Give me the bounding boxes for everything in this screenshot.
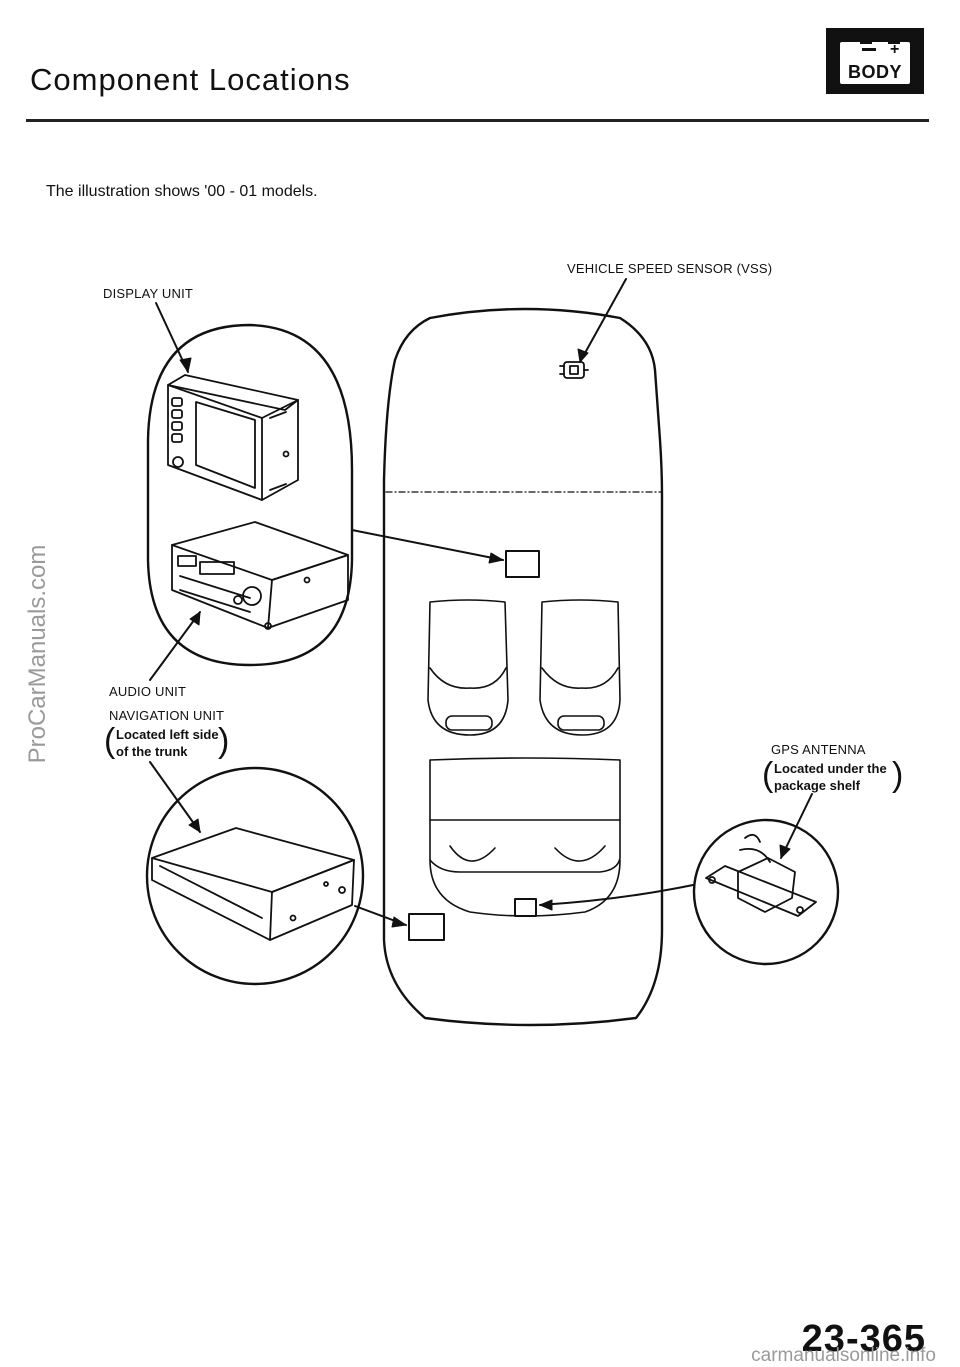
plus-sign: + xyxy=(890,41,900,58)
battery-body-badge: + BODY xyxy=(840,36,910,84)
page-number: 23-365 xyxy=(801,1318,926,1360)
audio-unit-label: AUDIO UNIT xyxy=(109,684,187,699)
page-title: Component Locations xyxy=(30,62,351,97)
navigation-unit-drawing xyxy=(151,827,355,941)
gps-antenna-label: GPS ANTENNA xyxy=(771,742,866,757)
navigation-location-box xyxy=(408,913,445,941)
front-seat-left xyxy=(427,599,509,736)
minus-sign xyxy=(862,48,876,51)
gps-detail-circle xyxy=(692,818,840,966)
gps-antenna-drawing xyxy=(705,833,817,917)
display-unit-label: DISPLAY UNIT xyxy=(103,286,194,301)
navigation-note-line-1: Located left side xyxy=(116,727,219,742)
audio-unit-drawing xyxy=(171,521,349,630)
navigation-detail-circle xyxy=(145,766,365,986)
left-paren: ( xyxy=(104,722,116,760)
vss-sensor-icon xyxy=(559,361,589,379)
badge-label: BODY xyxy=(847,62,902,82)
navigation-note: ( Located left side of the trunk ) xyxy=(104,724,229,760)
front-seat-right xyxy=(539,599,621,736)
battery-terminal-pos xyxy=(888,36,900,44)
header-rule xyxy=(26,119,929,122)
battery-body-icon: + BODY xyxy=(826,28,924,94)
right-paren: ) xyxy=(892,756,904,794)
battery-terminal-neg xyxy=(860,36,872,44)
upper-detail-circle xyxy=(146,323,354,667)
footer-watermark: carmanualsonline.info xyxy=(751,1345,936,1366)
left-paren: ( xyxy=(762,756,774,794)
gps-location-box xyxy=(514,898,537,917)
vss-label: VEHICLE SPEED SENSOR (VSS) xyxy=(567,261,773,276)
rear-seat xyxy=(429,757,621,917)
intro-text: The illustration shows '00 - 01 models. xyxy=(46,183,318,200)
gps-note: ( Located under the package shelf ) xyxy=(762,756,904,794)
gps-note-line-2: package shelf xyxy=(774,778,860,793)
car-body-outline xyxy=(382,307,664,1027)
navigation-note-line-2: of the trunk xyxy=(116,744,188,759)
leader-lines xyxy=(149,278,813,926)
display-unit-drawing xyxy=(167,374,299,501)
gps-note-line-1: Located under the xyxy=(774,761,887,776)
audio-location-box xyxy=(505,550,540,578)
side-watermark: ProCarManuals.com xyxy=(24,544,51,764)
navigation-unit-label: NAVIGATION UNIT xyxy=(109,708,225,723)
arrow-heads xyxy=(179,348,791,928)
right-paren: ) xyxy=(218,722,230,760)
